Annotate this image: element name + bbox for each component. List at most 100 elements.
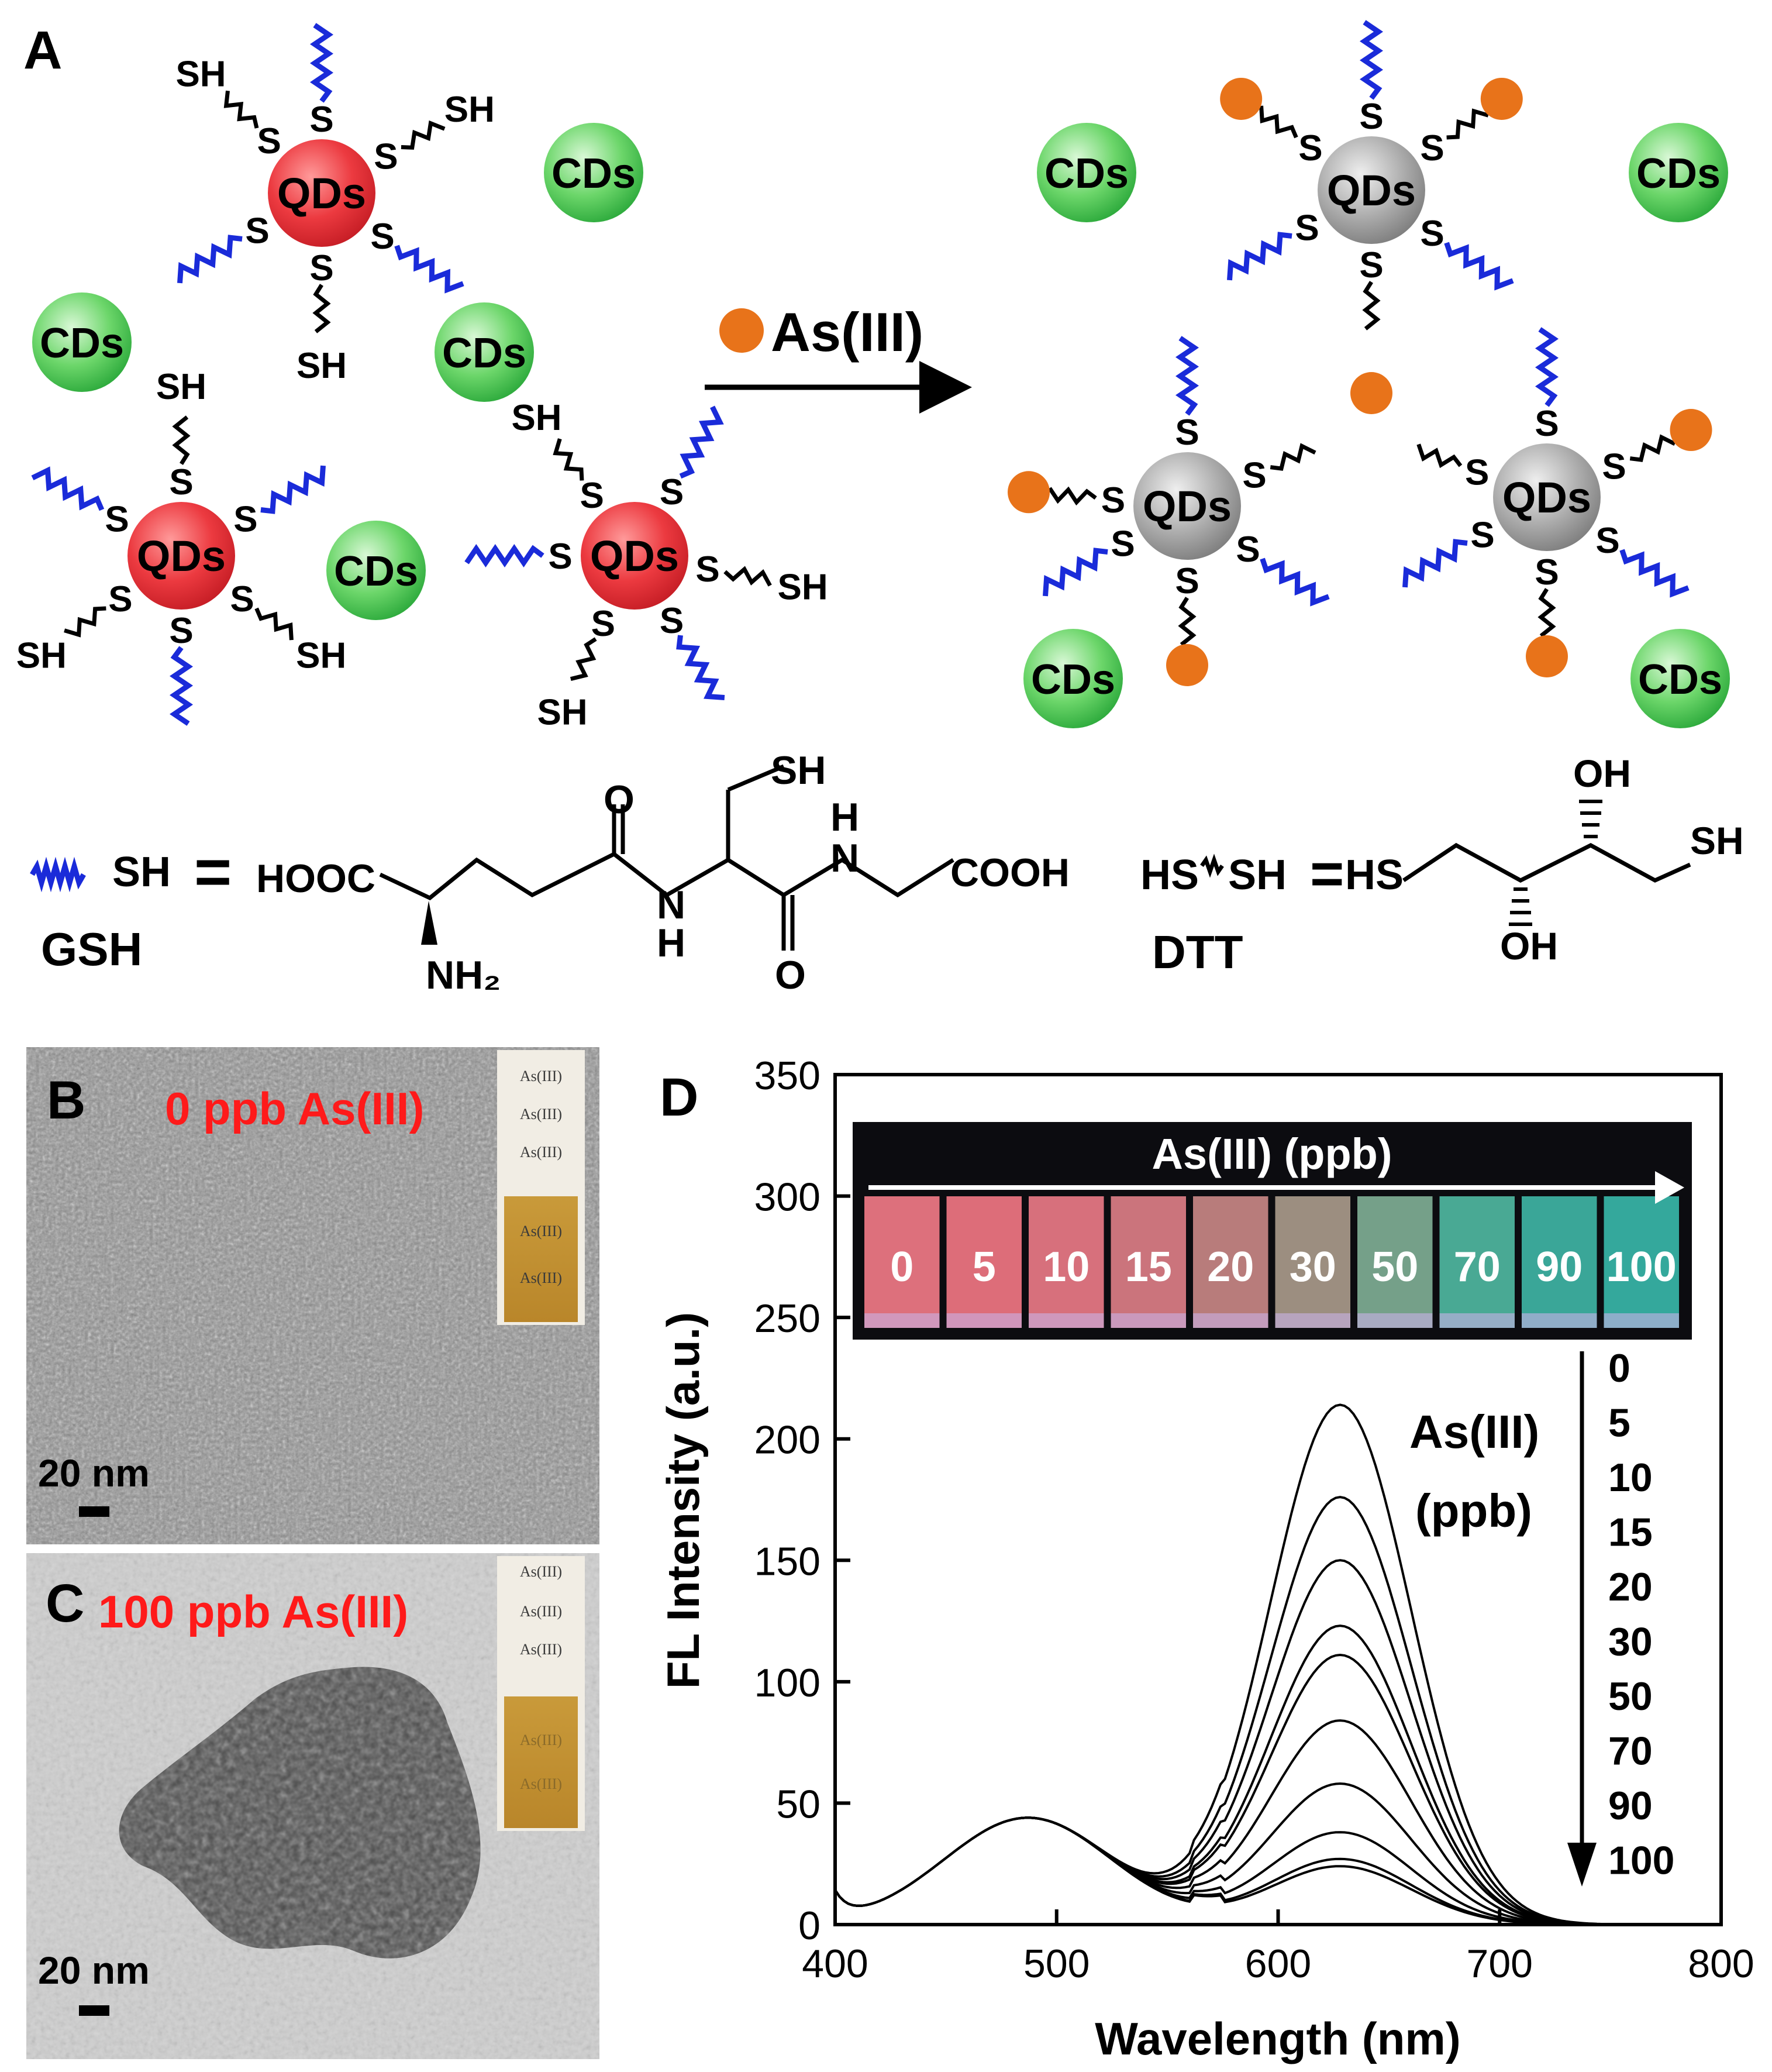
gsh-o2: O <box>775 953 806 997</box>
sulfur-label: S <box>108 579 132 619</box>
cd-sphere <box>1037 123 1136 222</box>
qd-label: QDs <box>590 532 679 580</box>
sulfur-label: S <box>1420 128 1444 168</box>
spectrum-line-100ppb <box>834 1816 1721 1926</box>
inset-cuvette <box>1193 1196 1268 1328</box>
qd-label: QDs <box>1502 473 1591 522</box>
cd-label: CDs <box>551 150 636 197</box>
annotation-value: 50 <box>1608 1674 1653 1719</box>
gsh-ligand-chain <box>1227 232 1292 281</box>
inset-cuvette-base <box>1275 1313 1350 1328</box>
y-tick-label: 0 <box>798 1904 821 1948</box>
carbon-dot: CDs <box>32 292 132 392</box>
dtt-ligand-chain <box>553 438 584 481</box>
y-tick-label: 50 <box>776 1782 821 1826</box>
gsh-ligand-chain <box>260 465 326 514</box>
gsh-ligand-chain <box>1175 336 1199 416</box>
sulfur-label: S <box>1175 561 1199 601</box>
gsh-ligand-chain <box>394 245 464 294</box>
gsh-ligand-chain <box>31 466 105 511</box>
sulfur-label: S <box>1101 480 1125 521</box>
spectrum-line-30ppb <box>834 1719 1721 1926</box>
annotation-value: 100 <box>1608 1839 1674 1883</box>
dtt-oh-bottom: OH <box>1500 924 1558 968</box>
gsh-ligand-chain <box>1402 539 1468 588</box>
sulfur-label: S <box>1470 515 1494 556</box>
gsh-equals: = <box>194 836 232 908</box>
sulfur-label: S <box>1175 412 1199 453</box>
sulfur-label: S <box>548 536 572 577</box>
cd-label: CDs <box>1636 150 1721 197</box>
cd-sphere <box>32 292 132 392</box>
gsh-ligand-chain <box>1535 327 1559 407</box>
sulfur-label: S <box>1298 128 1322 168</box>
carbon-dot: CDs <box>435 302 534 402</box>
sulfur-label: S <box>1111 524 1135 565</box>
dtt-symbol-sh: SH <box>1228 852 1287 899</box>
inset-cuvette <box>1604 1196 1679 1328</box>
gsh-ligand-chain <box>1619 549 1690 598</box>
dtt-symbol-hs: HS <box>1140 852 1199 899</box>
inset-cuvette-base <box>946 1313 1022 1328</box>
sulfur-label: S <box>695 549 719 590</box>
x-tick-label: 800 <box>1688 1942 1754 1986</box>
inset-cuvette <box>1111 1196 1186 1328</box>
sulfur-label: S <box>169 462 193 502</box>
dtt-ligand-chain <box>1362 281 1381 331</box>
sulfur-label: S <box>1359 97 1383 137</box>
inset-cuvette-label: 90 <box>1536 1244 1583 1290</box>
arsenic-dot <box>1350 372 1392 414</box>
gsh-ligand-chain <box>679 405 724 479</box>
gsh-cooh: COOH <box>950 851 1070 895</box>
cd-sphere <box>1630 629 1730 728</box>
gsh-ligand-chain <box>177 235 243 284</box>
inset-cuvette <box>1357 1196 1433 1328</box>
carbon-dot: CDs <box>326 521 426 620</box>
gsh-sh: SH <box>771 748 826 793</box>
gsh-ligand-chain <box>1359 20 1384 100</box>
inset-cuvette <box>1439 1196 1515 1328</box>
gsh-n1: N <box>657 883 685 927</box>
carbon-dot: CDs <box>1629 123 1728 222</box>
inset-cuvette-base <box>1029 1313 1104 1328</box>
gsh-structure <box>379 764 954 951</box>
dtt-equals: = <box>1310 841 1344 907</box>
gsh-wave-icon <box>30 856 86 893</box>
cd-sphere <box>1629 123 1728 222</box>
dtt-oh-top: OH <box>1573 752 1631 795</box>
qd-sphere <box>1133 452 1241 560</box>
scale-label-b: 20 nm <box>38 1451 150 1495</box>
tem-image-0ppb: As(III) As(III) As(III) As(III) As(III) <box>26 1047 599 1544</box>
y-tick-label: 300 <box>754 1175 821 1220</box>
arsenic-dot <box>1220 77 1263 120</box>
gsh-symbol-sh: SH <box>112 849 171 896</box>
gsh-h1: H <box>657 921 685 965</box>
scale-bar-c <box>79 2005 109 2016</box>
qd-label: QDs <box>1327 166 1416 215</box>
thiol-label: SH <box>175 54 226 95</box>
cd-label: CDs <box>1638 656 1722 703</box>
spectra-series <box>834 1403 1721 1926</box>
qd-sphere <box>268 139 375 247</box>
annotation-value: 90 <box>1608 1784 1653 1828</box>
spectrum-line-90ppb <box>834 1816 1721 1926</box>
dtt-ligand-chain <box>401 120 446 150</box>
inset-cuvette-base <box>864 1313 940 1328</box>
sulfur-label: S <box>660 601 684 641</box>
cd-sphere <box>544 123 643 222</box>
annotation-value: 30 <box>1608 1620 1653 1664</box>
scale-label-c: 20 nm <box>38 1949 150 1992</box>
inset-cuvette <box>1029 1196 1104 1328</box>
dtt-ligand-chain <box>723 566 772 587</box>
sulfur-label: S <box>1359 245 1383 285</box>
y-tick-label: 200 <box>754 1418 821 1462</box>
inset-cuvette-base <box>1604 1313 1679 1328</box>
y-tick-label: 250 <box>754 1296 821 1341</box>
spectrum-line-10ppb <box>834 1559 1721 1926</box>
dtt-sh: SH <box>1690 819 1744 862</box>
